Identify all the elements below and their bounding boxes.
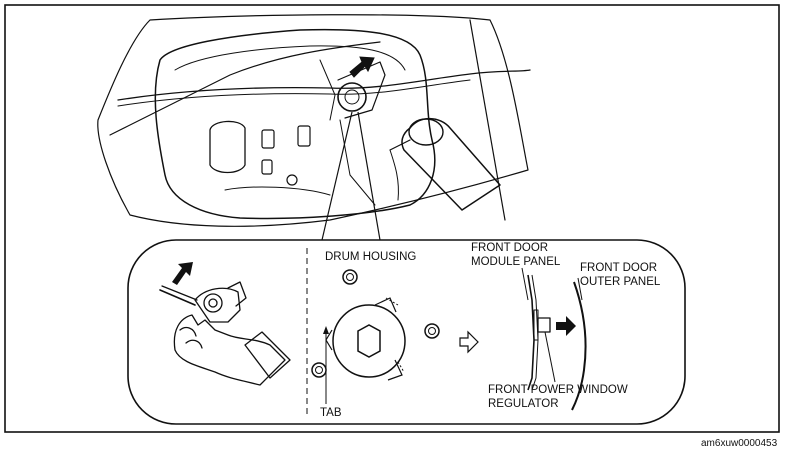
regulator-flange <box>533 309 539 341</box>
module-panel-outline <box>154 28 436 220</box>
finger-1 <box>179 326 197 337</box>
lock-rod-2 <box>117 79 471 107</box>
panel-opening-2 <box>297 125 311 147</box>
cable-line <box>319 59 336 121</box>
mounting-bolt-2-inner <box>428 327 436 335</box>
panel-opening-3 <box>261 159 273 175</box>
drum-center-hexagon <box>357 324 381 358</box>
panel-opening-large <box>209 120 246 174</box>
tool-probe <box>159 289 196 306</box>
door-overview-illustration <box>97 14 531 227</box>
body-outline <box>97 14 529 227</box>
mounting-bolt-1 <box>342 269 358 285</box>
figure-border <box>4 4 780 433</box>
tool-drum <box>203 293 223 313</box>
tab-upper <box>374 297 397 313</box>
tab-arrow-lower <box>397 361 405 373</box>
hand-with-tool-illustration <box>159 281 291 386</box>
mounting-bolt-3-inner <box>315 366 323 374</box>
regulator-leader <box>544 331 556 383</box>
screwdriver-shaft <box>389 139 411 151</box>
screwdriver-handle <box>401 117 501 211</box>
label-front-door-module-panel-2: MODULE PANEL <box>471 256 561 268</box>
drum-housing-circle <box>332 304 406 378</box>
screwdriver-end <box>408 118 444 146</box>
label-drum-housing: DRUM HOUSING <box>325 251 416 263</box>
callout-leader-right <box>357 111 381 241</box>
label-front-door-module-panel-1: FRONT DOOR <box>471 242 548 254</box>
label-front-power-window-regulator-2: REGULATOR <box>488 398 559 410</box>
drum-housing-detail <box>311 269 440 381</box>
panel-bottom-bump <box>224 186 331 196</box>
lock-rod <box>117 69 531 101</box>
label-front-door-outer-panel-2: OUTER PANEL <box>580 276 661 288</box>
side-view-illustration <box>527 274 587 411</box>
drum-housing-top <box>337 82 367 112</box>
panel-opening-1 <box>261 129 275 149</box>
module-panel-leader <box>521 267 529 301</box>
tool-body <box>194 287 241 323</box>
tab-lower <box>387 359 403 381</box>
drum-housing-top-inner <box>344 89 360 105</box>
module-panel-inner <box>174 45 406 71</box>
direction-hollow-arrow <box>459 330 479 354</box>
panel-hole <box>286 174 298 186</box>
door-inner-line <box>109 41 381 136</box>
finger-2 <box>185 339 203 349</box>
mounting-bolt-1-inner <box>346 273 354 281</box>
tool-probe-2 <box>161 285 198 301</box>
sleeve-cuff <box>244 331 291 379</box>
callout-leader-left <box>321 111 353 241</box>
direction-solid-arrow <box>556 316 576 336</box>
panel-rib-2 <box>389 149 399 201</box>
tool-drum-inner <box>208 298 218 308</box>
rotate-arrow-hand <box>172 262 193 285</box>
body-edge <box>469 19 506 221</box>
figure-code: am6xuw0000453 <box>701 438 778 449</box>
rotate-arrow-top <box>349 56 375 78</box>
tab-arrowhead <box>323 326 329 334</box>
label-front-power-window-regulator-1: FRONT POWER WINDOW <box>488 384 628 396</box>
label-tab: TAB <box>320 407 342 419</box>
outer-panel-curve <box>571 281 587 411</box>
label-front-door-outer-panel-1: FRONT DOOR <box>580 262 657 274</box>
hand-outline <box>173 314 286 386</box>
outer-panel-leader <box>577 277 583 301</box>
tool-bracket <box>227 281 247 307</box>
panel-rib <box>339 119 376 206</box>
mounting-bolt-2 <box>424 323 440 339</box>
